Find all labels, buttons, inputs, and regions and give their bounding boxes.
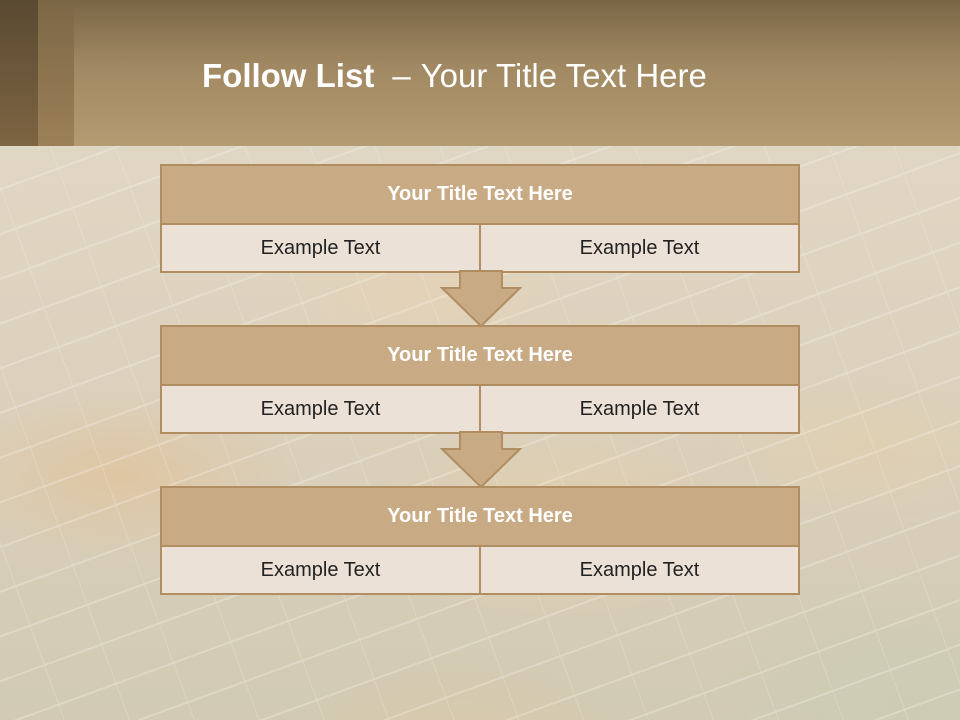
arrow-down-icon <box>440 431 522 489</box>
arrow-down-icon <box>440 270 522 328</box>
slide-title: Follow List–Your Title Text Here <box>202 54 707 98</box>
list-block-2: Your Title Text Here Example Text Exampl… <box>160 325 800 434</box>
block-cell-left: Example Text <box>260 237 381 259</box>
block-title: Your Title Text Here <box>162 327 798 386</box>
header-stripe <box>38 0 74 146</box>
header-band <box>0 0 960 146</box>
list-block-1: Your Title Text Here Example Text Exampl… <box>160 164 800 273</box>
title-bold: Follow List <box>202 57 375 94</box>
title-rest: Your Title Text Here <box>420 57 707 94</box>
block-title: Your Title Text Here <box>162 488 798 547</box>
block-body: Example Text Example Text <box>162 386 798 432</box>
block-cell-left: Example Text <box>260 398 381 420</box>
block-title: Your Title Text Here <box>162 166 798 225</box>
title-separator: – <box>392 57 411 94</box>
header-stripe <box>0 0 38 146</box>
block-body: Example Text Example Text <box>162 547 798 593</box>
list-block-3: Your Title Text Here Example Text Exampl… <box>160 486 800 595</box>
block-cell-right: Example Text <box>479 225 798 271</box>
block-cell-right: Example Text <box>479 547 798 593</box>
block-cell-right: Example Text <box>479 386 798 432</box>
block-body: Example Text Example Text <box>162 225 798 271</box>
block-cell-left: Example Text <box>260 559 381 581</box>
